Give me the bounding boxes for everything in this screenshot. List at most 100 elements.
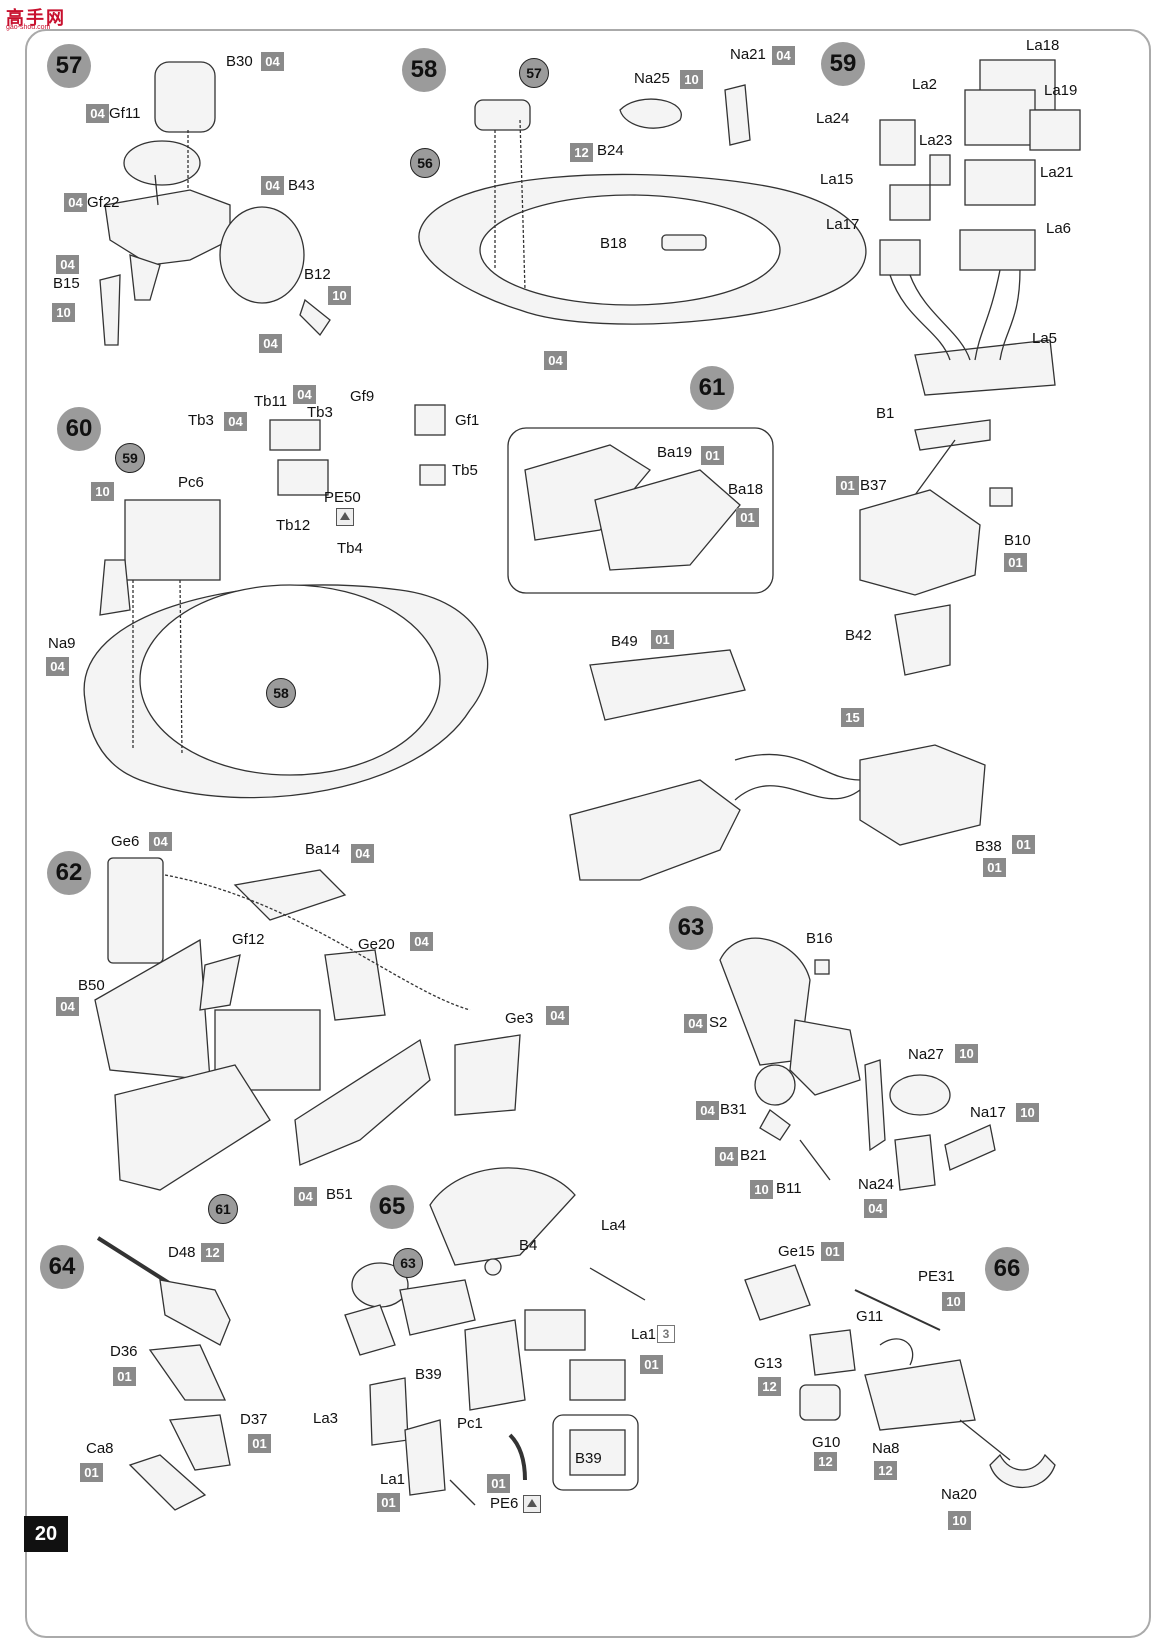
part-label: La24	[816, 110, 850, 127]
part-label: Gf11	[109, 105, 141, 122]
sprue-box: 04	[261, 52, 284, 71]
sprue-box: 10	[328, 286, 351, 305]
part-label: B24	[597, 142, 624, 159]
part-label: La17	[826, 216, 860, 233]
part-label: Na25	[634, 70, 670, 87]
watermark-url: gao-shou.com	[6, 24, 51, 31]
sprue-box: 04	[46, 657, 69, 676]
sprue-box: 04	[864, 1199, 887, 1218]
part-label: PE50	[324, 489, 361, 506]
sprue-box: 12	[758, 1377, 781, 1396]
sprue-box: 10	[52, 303, 75, 322]
ref-assembly-58: 58	[266, 678, 296, 708]
part-label: Tb12	[276, 517, 311, 534]
step64-drawing	[96, 1236, 231, 1511]
part-label: La3	[313, 1410, 339, 1427]
ref-assembly-63: 63	[393, 1248, 423, 1278]
sprue-box: 04	[684, 1014, 707, 1033]
part-label: G10	[812, 1434, 841, 1451]
sprue-box: 04	[351, 844, 374, 863]
step-62-marker: 62	[47, 851, 91, 895]
part-label: B37	[860, 477, 887, 494]
sprue-box: 10	[948, 1511, 971, 1530]
step62-drawing	[94, 857, 521, 1191]
sprue-box: 01	[701, 446, 724, 465]
part-label: PE31	[918, 1268, 955, 1285]
sprue-box: 04	[544, 351, 567, 370]
sprue-box: 04	[64, 193, 87, 212]
sprue-box: 10	[680, 70, 703, 89]
sprue-box: 04	[261, 176, 284, 195]
sprue-box: 01	[487, 1474, 510, 1493]
part-label: La6	[1046, 220, 1072, 237]
part-label: La1	[631, 1326, 657, 1343]
sprue-box: 04	[293, 385, 316, 404]
sprue-box: 04	[410, 932, 433, 951]
step-65-marker: 65	[370, 1185, 414, 1229]
step57-drawing	[99, 61, 331, 346]
part-label: Ge15	[778, 1243, 815, 1260]
part-label: Ba14	[305, 841, 341, 858]
part-label: Tb3	[188, 412, 214, 429]
site-watermark-logo: 高手网 gao-shou.com	[6, 4, 76, 34]
part-label: Tb3	[307, 404, 333, 421]
sprue-box: 01	[651, 630, 674, 649]
part-label: B4	[519, 1237, 538, 1254]
part-label: B21	[740, 1147, 767, 1164]
sprue-box: 01	[80, 1463, 103, 1482]
part-label: B12	[304, 266, 331, 283]
part-label: Pc1	[457, 1415, 483, 1432]
part-label: B49	[611, 633, 638, 650]
photo-etch-icon	[336, 508, 354, 526]
part-label: B51	[326, 1186, 353, 1203]
sprue-box: 04	[259, 334, 282, 353]
part-label: G11	[856, 1308, 884, 1325]
sprue-box: 01	[1012, 835, 1035, 854]
part-label: S2	[709, 1014, 728, 1031]
part-label: B42	[845, 627, 872, 644]
step-60-marker: 60	[57, 407, 101, 451]
step-63-marker: 63	[669, 906, 713, 950]
part-label: La1	[380, 1471, 406, 1488]
part-label: B16	[806, 930, 833, 947]
part-label: Na27	[908, 1046, 944, 1063]
sprue-box: 04	[56, 255, 79, 274]
part-label: Na8	[872, 1440, 900, 1457]
ref-assembly-61: 61	[208, 1194, 238, 1224]
part-label: Ge3	[505, 1010, 534, 1027]
sprue-box: 12	[814, 1452, 837, 1471]
step58-drawing	[418, 84, 867, 325]
part-label: B15	[53, 275, 80, 292]
part-label: PE6	[490, 1495, 519, 1512]
step60-drawing	[83, 404, 489, 799]
part-label: G13	[754, 1355, 783, 1372]
part-label: Na20	[941, 1486, 977, 1503]
sprue-box: 10	[942, 1292, 965, 1311]
sprue-box: 10	[1016, 1103, 1039, 1122]
part-label: Gf12	[232, 931, 265, 948]
part-label: B31	[720, 1101, 747, 1118]
sprue-box: 04	[294, 1187, 317, 1206]
step-57-marker: 57	[47, 44, 91, 88]
step63-drawing	[719, 937, 996, 1191]
part-label: B30	[226, 53, 253, 70]
part-label: B39	[575, 1450, 602, 1467]
sprue-box: 04	[715, 1147, 738, 1166]
sprue-box: 10	[955, 1044, 978, 1063]
part-label: D37	[240, 1411, 268, 1428]
part-label: La4	[601, 1217, 627, 1234]
part-label: B43	[288, 177, 315, 194]
sprue-box: 12	[874, 1461, 897, 1480]
part-label: Ba18	[728, 481, 764, 498]
photo-etch-icon	[523, 1495, 541, 1513]
part-label: Gf22	[87, 194, 120, 211]
sprue-box: 01	[836, 476, 859, 495]
sprue-box: 04	[772, 46, 795, 65]
part-label: B50	[78, 977, 105, 994]
part-label: D48	[168, 1244, 196, 1261]
sprue-box: 01	[1004, 553, 1027, 572]
sprue-box: 01	[248, 1434, 271, 1453]
part-label: Ba19	[657, 444, 693, 461]
sprue-box: 01	[821, 1242, 844, 1261]
